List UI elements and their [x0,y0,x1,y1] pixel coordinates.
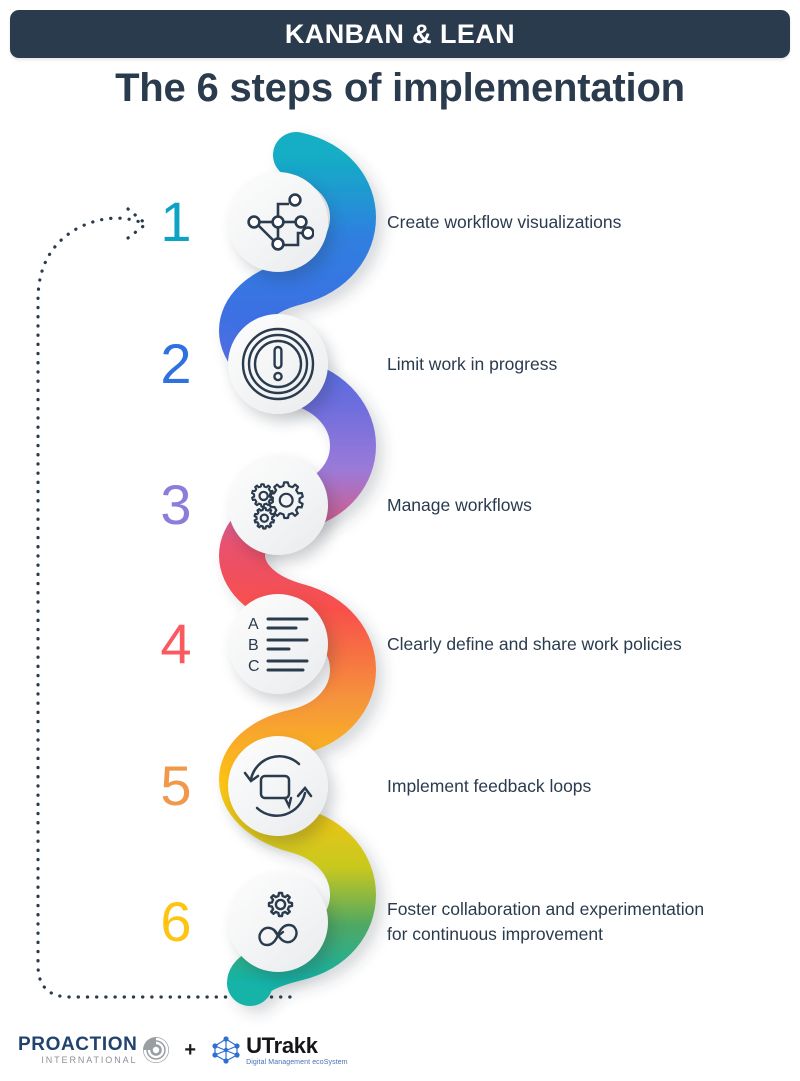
step-row[interactable]: 5 Implement feedback loops [0,716,800,856]
step-number: 1 [160,190,192,253]
proaction-wordmark: PROACTION [18,1034,138,1055]
step-number: 6 [160,890,192,953]
step-number: 4 [160,612,192,675]
step-icon-bubble [228,736,328,836]
step-row[interactable]: 1 Create workflow visualizations [0,152,800,292]
step-row[interactable]: 3 Manage workflows [0,435,800,575]
header-kicker: KANBAN & LEAN [284,18,516,49]
footer-logos: PROACTION INTERNATIONAL + [18,1026,378,1074]
step-description: Foster collaboration and experimentation… [387,899,705,944]
abc-letter-b: B [248,637,259,654]
utrakk-logo[interactable]: UTrakk Digital Management ecoSystem [210,1034,348,1066]
step-description: Limit work in progress [387,353,558,374]
step-row[interactable]: 2 Limit work in progress [0,294,800,434]
step-icon-bubble [228,455,328,555]
step-icon-bubble [228,872,328,972]
utrakk-wordmark: UTrakk [246,1032,318,1058]
step-number: 3 [160,473,192,536]
step-row[interactable]: 6 Foster collaboration and experimentati… [0,852,800,992]
step-description: Clearly define and share work policies [387,633,682,654]
step-icon-bubble [228,172,328,272]
step-description: Implement feedback loops [387,775,592,796]
step-number: 5 [160,754,192,817]
abc-letter-a: A [248,616,259,633]
step-row[interactable]: 4 A B C Clearly define and share work po… [0,574,800,714]
gears-icon [251,481,304,530]
step-icon-bubble: A B C [228,594,328,694]
workflow-nodes-icon [247,193,314,251]
utrakk-tagline: Digital Management ecoSystem [246,1058,348,1066]
abc-list-icon: A B C [248,616,309,675]
feedback-loop-icon [243,755,313,817]
proaction-swirl-icon [143,1037,170,1063]
utrakk-network-icon [212,1036,240,1064]
step-number: 2 [160,332,192,395]
header-banner: KANBAN & LEAN [10,10,790,58]
abc-letter-c: C [248,658,260,675]
proaction-tagline: INTERNATIONAL [41,1055,138,1065]
step-description: Create workflow visualizations [387,211,622,232]
infinity-gear-icon [258,891,298,947]
page-title: The 6 steps of implementation [115,66,685,110]
step-description: Manage workflows [387,494,532,515]
plus-separator: + [184,1038,197,1061]
step-icon-bubble [228,314,328,414]
proaction-logo[interactable]: PROACTION INTERNATIONAL [18,1035,170,1065]
exclamation-circle-icon [241,327,315,401]
